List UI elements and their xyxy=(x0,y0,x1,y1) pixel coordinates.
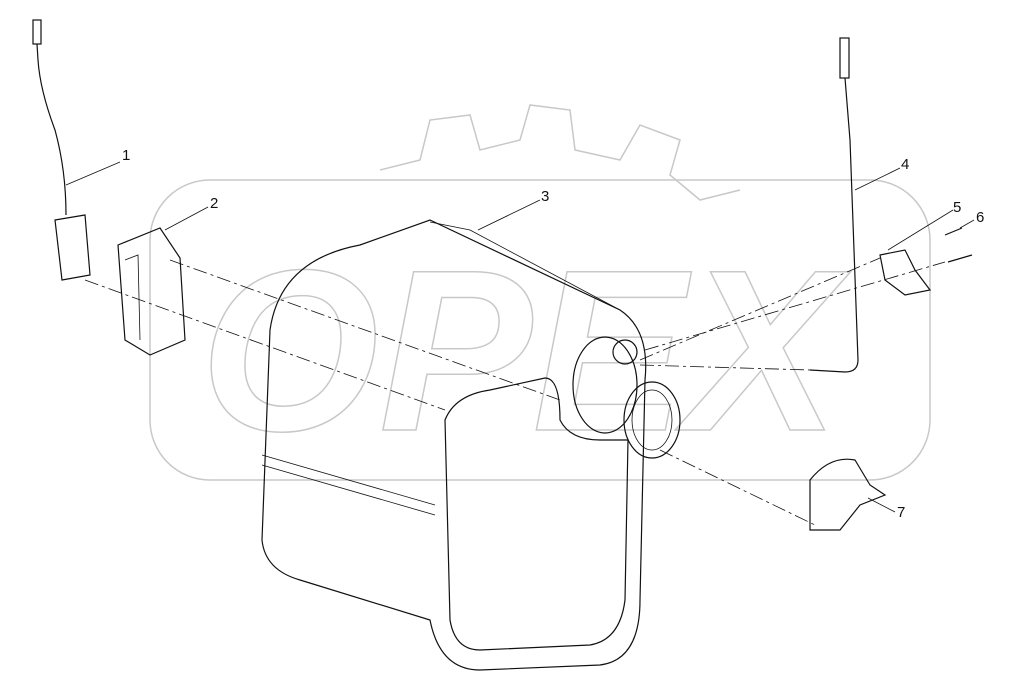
part-2-bracket xyxy=(117,227,186,356)
watermark-logo: OPEX xyxy=(149,104,931,481)
part-1-sensor xyxy=(32,19,91,281)
part-3-tank xyxy=(261,219,681,671)
part-6-bolts xyxy=(944,227,973,263)
watermark-text: OPEX xyxy=(200,222,851,479)
part-7-clamp xyxy=(809,458,887,531)
callout-1: 1 xyxy=(122,147,130,164)
callout-6: 6 xyxy=(976,209,984,226)
callout-5: 5 xyxy=(953,199,961,216)
assembly-lines xyxy=(84,257,946,526)
callout-7: 7 xyxy=(897,504,905,521)
callout-4: 4 xyxy=(901,156,909,173)
part-5-fitting xyxy=(879,249,932,296)
callout-3: 3 xyxy=(541,188,549,205)
part-4-level-sensor xyxy=(809,37,859,373)
leader-lines xyxy=(65,161,975,513)
callout-2: 2 xyxy=(210,195,218,212)
